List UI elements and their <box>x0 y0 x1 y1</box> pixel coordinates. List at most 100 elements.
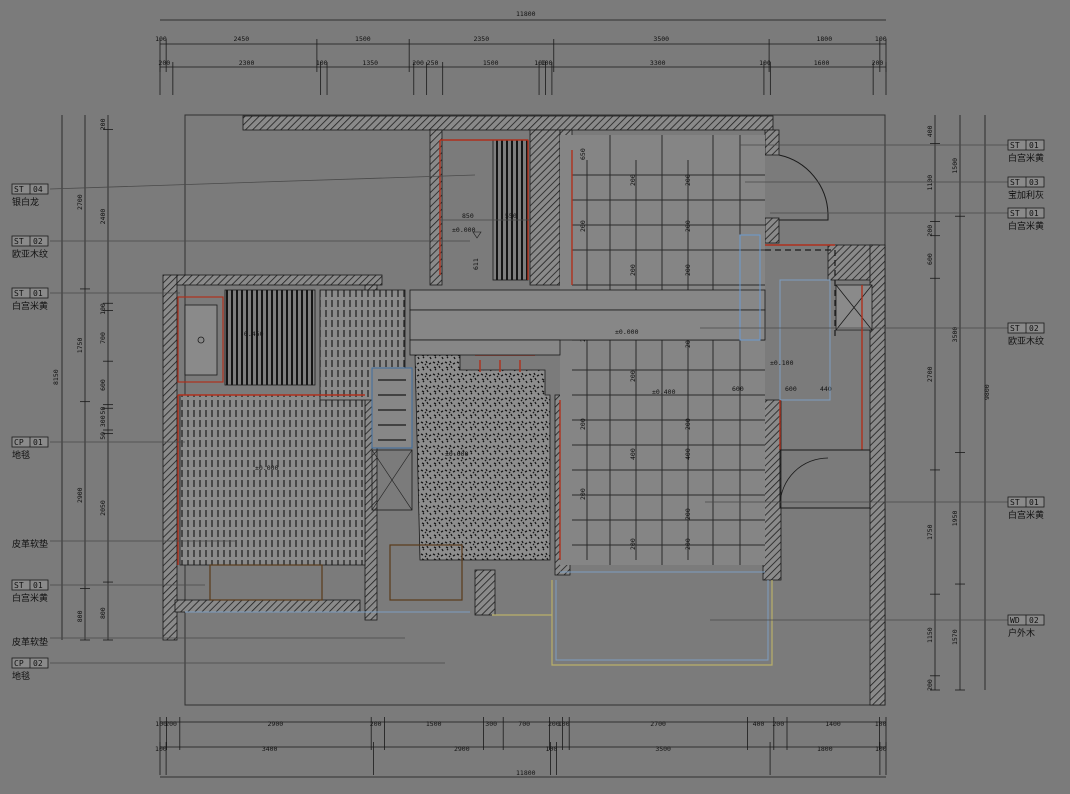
left-tag-name: 白宫米黄 <box>12 592 48 604</box>
right-tag-num: 01 <box>1029 498 1039 507</box>
dim-top-row2-label: 100 <box>534 59 546 67</box>
dim-top-row2-label: 100 <box>759 59 771 67</box>
dim-left-row1-label: 2900 <box>76 487 84 503</box>
dim-top-row1-label: 100 <box>875 35 887 43</box>
dim-bottom-row1-label: 200 <box>772 720 784 728</box>
dim-top-row2-label: 100 <box>541 59 553 67</box>
dim-bottom-row2-label: 3500 <box>655 745 671 753</box>
dim-bottom-row2-label: 100 <box>155 745 167 753</box>
dim-bottom-row1-label: 200 <box>165 720 177 728</box>
tile-small-dim: 200 <box>629 370 637 382</box>
dim-right-row1-label: 1950 <box>951 511 959 527</box>
tile-dim: 600 <box>785 385 797 393</box>
left-tag-num: 01 <box>33 581 43 590</box>
stair-dim-3: 611 <box>472 258 480 270</box>
stair-dim-1: 850 <box>462 212 474 220</box>
right-tag-num: 01 <box>1029 141 1039 150</box>
right-tag-num: 02 <box>1029 616 1039 625</box>
tile-small-dim: 400 <box>629 448 637 460</box>
dim-left-row2-label: 800 <box>99 607 107 619</box>
level-stair: ±0.000 <box>452 226 476 234</box>
dim-right-row2-label: 200 <box>926 679 934 691</box>
dim-bottom-total: 11800 <box>516 769 536 777</box>
dim-right-row2-label: 1150 <box>926 627 934 643</box>
left-tag-name: 皮革软垫 <box>12 538 48 550</box>
right-tag-code: ST <box>1010 141 1020 150</box>
right-tag-name: 欧亚木纹 <box>1008 335 1044 347</box>
dimension-right: 1500350019501570400110020060027001750115… <box>926 115 991 691</box>
dim-right-total: 9800 <box>983 384 991 400</box>
dim-bottom-row2-label: 100 <box>546 745 558 753</box>
dim-bottom-row1-label: 100 <box>558 720 570 728</box>
dim-top-row1-label: 1500 <box>355 35 371 43</box>
dim-right-row2-label: 1100 <box>926 175 934 191</box>
left-tag: 皮革软垫 <box>12 538 48 550</box>
dim-right-row2-label: 1750 <box>926 524 934 540</box>
dim-bottom-row1-label: 1500 <box>426 720 442 728</box>
dim-left-row2-label: 2050 <box>99 500 107 516</box>
dim-bottom-row1-label: 200 <box>548 720 560 728</box>
tile-small-dim: 200 <box>579 418 587 430</box>
left-tag-num: 01 <box>33 438 43 447</box>
dim-left-row2-label: 100 <box>99 303 107 315</box>
left-tag-name: 欧亚木纹 <box>12 248 48 260</box>
tile-small-dim: 200 <box>629 174 637 186</box>
dim-top-row2-label: 1600 <box>814 59 830 67</box>
left-tag-num: 01 <box>33 289 43 298</box>
tile-dim: 440 <box>820 385 832 393</box>
tile-small-dim: 200 <box>629 264 637 276</box>
dim-bottom-row2-label: 3400 <box>262 745 278 753</box>
right-tag-name: 宝加利灰 <box>1008 189 1044 201</box>
corridor-band: ±0.000 ±0.400 <box>409 289 766 396</box>
dim-right-row1-label: 3500 <box>951 327 959 343</box>
dim-left-row2-label: 300 <box>99 415 107 427</box>
dim-left-row2-label: 700 <box>99 332 107 344</box>
right-tag-name: 白宫米黄 <box>1008 152 1044 164</box>
left-tag-name: 地毯 <box>12 449 30 461</box>
level-bath: -0.450 <box>240 330 264 338</box>
tile-small-dim: 400 <box>684 448 692 460</box>
tile-small-dim: 200 <box>684 538 692 550</box>
right-tag-num: 01 <box>1029 209 1039 218</box>
dimension-left: 2700175029008002002400100700600503005020… <box>52 115 113 641</box>
dim-bottom-row1-label: 100 <box>155 720 167 728</box>
dim-bottom-row1-label: 400 <box>753 720 765 728</box>
dim-top-row1-label: 100 <box>155 35 167 43</box>
stair-dim-2: 550 <box>505 212 517 220</box>
room-foyer: ±0.100 <box>739 154 873 509</box>
tile-dim: 600 <box>732 385 744 393</box>
dim-left-row2-label: 600 <box>99 379 107 391</box>
right-tag: ST 01 白宫米黄 <box>1007 496 1045 521</box>
dim-bottom-row1-label: 200 <box>370 720 382 728</box>
tile-small-dim: 200 <box>684 508 692 520</box>
right-tag-code: ST <box>1010 498 1020 507</box>
tile-small-dim: 200 <box>684 418 692 430</box>
dim-top-row1-label: 2350 <box>473 35 489 43</box>
dim-top-row2-label: 2300 <box>239 59 255 67</box>
left-tag-name: 地毯 <box>12 670 30 682</box>
dim-top-row2-label: 3300 <box>650 59 666 67</box>
dim-top-row2-label: 200 <box>412 59 424 67</box>
left-tag-code: ST <box>14 581 24 590</box>
dim-top-row2-label: 1500 <box>483 59 499 67</box>
dim-left-row2-label: 50 <box>99 407 107 415</box>
dim-top-row1-label: 1800 <box>816 35 832 43</box>
dim-bottom-row1-label: 2900 <box>268 720 284 728</box>
level-bedroom: ±0.000 <box>255 464 279 472</box>
dim-bottom-row1-label: 2700 <box>650 720 666 728</box>
dim-bottom-row2-label: 2900 <box>454 745 470 753</box>
dim-top-total: 11800 <box>516 10 536 18</box>
tile-small-dim: 200 <box>684 220 692 232</box>
right-tag-name: 白宫米黄 <box>1008 509 1044 521</box>
level-foyer: ±0.100 <box>770 359 794 367</box>
dim-left-row2-label: 50 <box>99 432 107 440</box>
walls <box>162 115 886 706</box>
